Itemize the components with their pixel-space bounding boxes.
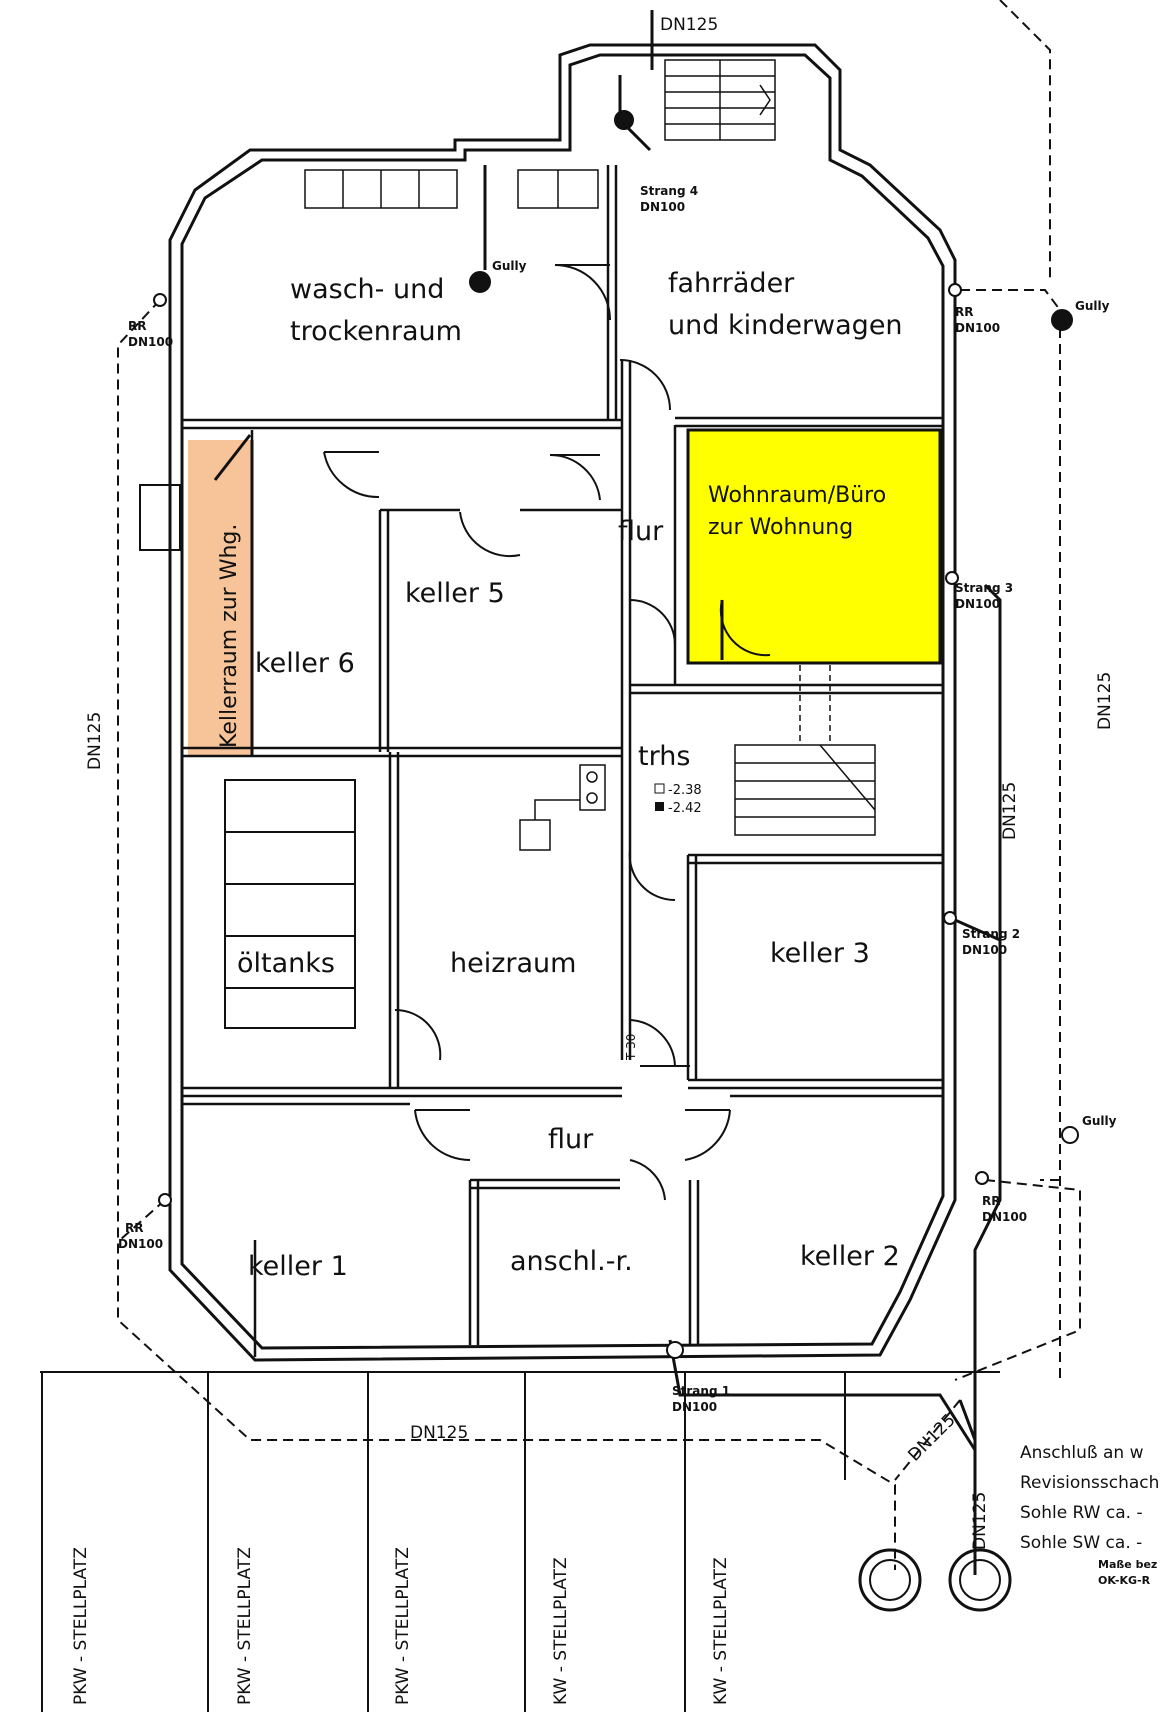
room-label-wohnraum-1: Wohnraum/Büro	[708, 483, 886, 508]
room-label-keller1: keller 1	[248, 1251, 348, 1282]
parking-label-4: KW - STELLPLATZ	[551, 1557, 571, 1705]
pipe-label-dn125-vert: DN125	[970, 1492, 990, 1550]
oil-tanks	[224, 779, 356, 1029]
wohnraum-highlight[interactable]	[686, 428, 942, 665]
room-label-keller6: keller 6	[255, 648, 355, 679]
gully-label-right: Gully	[1075, 299, 1110, 313]
kellerraum-highlight[interactable]	[188, 440, 252, 755]
strang3-label: Strang 3	[955, 581, 1013, 595]
level-marker-open	[654, 783, 665, 794]
strang3-dn100: DN100	[955, 597, 1000, 611]
door-swings	[323, 264, 771, 1201]
note-line-4: Sohle SW ca. -	[1020, 1533, 1142, 1553]
dn100-label-top-right: DN100	[955, 321, 1000, 335]
strang2-label: Strang 2	[962, 927, 1020, 941]
dn100-label-top-left: DN100	[128, 335, 173, 349]
drainage-pipes	[117, 0, 1081, 1570]
level-label-2: -2.42	[668, 801, 702, 816]
note-line-2: Revisionsschach	[1020, 1473, 1159, 1493]
room-label-kellerraum-whg: Kellerraum zur Whg.	[217, 524, 242, 748]
stairs	[664, 59, 876, 836]
room-label-wasch-2: trockenraum	[290, 316, 462, 347]
pipe-label-dn125-bottom: DN125	[410, 1423, 468, 1443]
parking-area	[40, 1371, 1000, 1712]
room-label-keller3: keller 3	[770, 938, 870, 969]
room-label-flur-bottom: flur	[548, 1124, 594, 1155]
parking-label-1: PKW - STELLPLATZ	[71, 1547, 91, 1705]
door-label-t30: T 30	[624, 1034, 638, 1061]
room-label-wohnraum-2: zur Wohnung	[708, 515, 853, 540]
light-shaft	[139, 484, 181, 551]
note-line-6: OK-KG-R	[1098, 1574, 1151, 1587]
dn100-label-bottom-left: DN100	[118, 1237, 163, 1251]
note-line-5: Maße bez	[1098, 1558, 1157, 1571]
parking-label-3: PKW - STELLPLATZ	[393, 1547, 413, 1705]
room-label-oeltanks: öltanks	[237, 948, 335, 979]
gully-label-wasch: Gully	[492, 259, 527, 273]
room-label-fahr-2: und kinderwagen	[668, 310, 903, 341]
interior-walls	[182, 165, 943, 1357]
note-line-3: Sohle RW ca. -	[1020, 1503, 1143, 1523]
strang4-dn100: DN100	[640, 200, 685, 214]
room-label-wasch-1: wasch- und	[290, 274, 444, 305]
strang1-label: Strang 1	[672, 1384, 730, 1398]
dn100-label-bottom-right: DN100	[982, 1210, 1027, 1224]
strang4-label: Strang 4	[640, 184, 698, 198]
pipe-label-dn125-diag: DN125	[904, 1410, 959, 1465]
outer-wall	[168, 43, 957, 1362]
pipe-fittings	[153, 110, 1079, 1612]
pipe-label-dn125-top: DN125	[660, 15, 718, 35]
pipe-label-dn125-right-inner: DN125	[1000, 782, 1020, 840]
level-marker-filled	[655, 802, 664, 811]
level-label-1: -2.38	[668, 783, 702, 798]
rr-label-top-right: RR	[955, 305, 973, 319]
room-label-fahr-1: fahrräder	[668, 268, 795, 299]
strang1-dn100: DN100	[672, 1400, 717, 1414]
gully-label-bottom-right: Gully	[1082, 1114, 1117, 1128]
room-label-anschl: anschl.-r.	[510, 1246, 633, 1277]
strang2-dn100: DN100	[962, 943, 1007, 957]
rr-label-bottom-left: RR	[125, 1221, 143, 1235]
heating-boiler	[519, 764, 606, 851]
rr-label-bottom-right: RR	[982, 1194, 1000, 1208]
laundry-machines	[304, 169, 599, 209]
room-label-heizraum: heizraum	[450, 948, 576, 979]
room-label-flur-top: flur	[618, 516, 664, 547]
note-line-1: Anschluß an w	[1020, 1443, 1144, 1463]
parking-label-2: PKW - STELLPLATZ	[235, 1547, 255, 1705]
kellerraum-wall	[213, 434, 252, 481]
waste-water-pipe	[483, 10, 1002, 1575]
parking-label-5: KW - STELLPLATZ	[711, 1557, 731, 1705]
room-label-trhs: trhs	[638, 741, 690, 772]
pipe-label-dn125-right: DN125	[1095, 672, 1115, 730]
room-label-keller5: keller 5	[405, 578, 505, 609]
room-label-keller2: keller 2	[800, 1241, 900, 1272]
rr-label-top-left: RR	[128, 319, 146, 333]
pipe-label-dn125-left: DN125	[85, 712, 105, 770]
